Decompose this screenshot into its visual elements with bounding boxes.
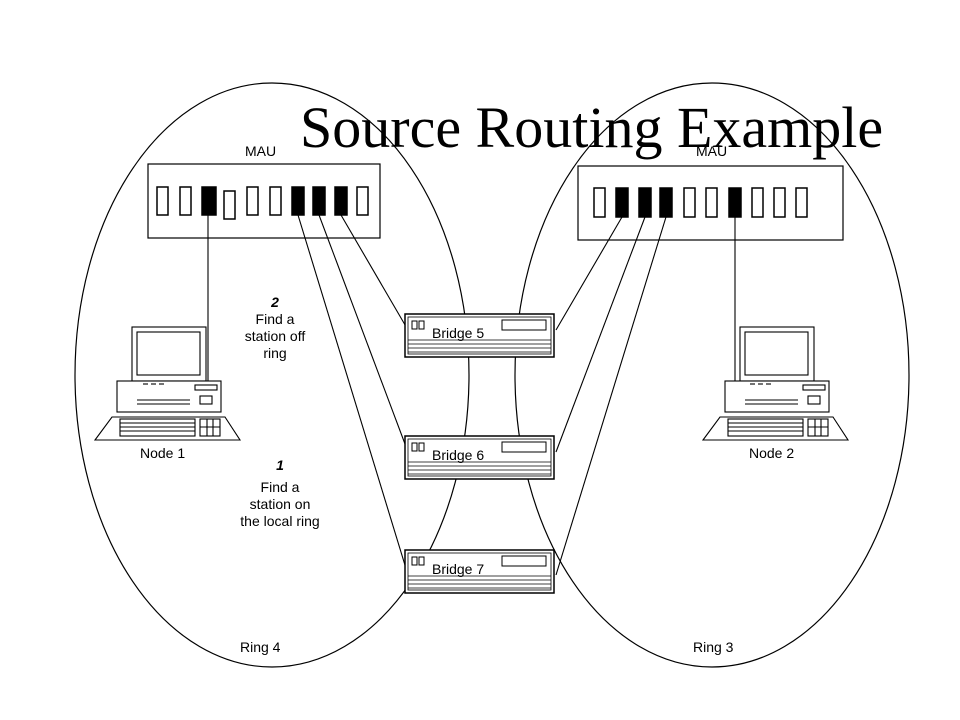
- ring-4-label: Ring 4: [240, 639, 281, 655]
- mau-label-ring-4: MAU: [245, 143, 277, 159]
- step-1-line-2: station on: [249, 496, 311, 512]
- step-2-line-2: station off: [244, 328, 306, 344]
- mau-ring-3: [577, 165, 844, 241]
- bridge-6-device: [404, 435, 555, 480]
- step-2-number: 2: [271, 294, 279, 310]
- ring-4-boundary: [74, 82, 470, 668]
- node-1-computer-icon: [93, 326, 242, 441]
- mau-ring-4: [147, 163, 381, 239]
- ring-3-boundary: [514, 82, 910, 668]
- step-2-line-3: ring: [263, 345, 287, 361]
- node-2-computer-icon: [701, 326, 850, 441]
- step-1-annotation: 1 Find a station on the local ring: [220, 457, 340, 530]
- node-2-label: Node 2: [749, 445, 795, 461]
- connection-lines: [207, 214, 736, 576]
- step-2-annotation: 2 Find a station off ring: [225, 294, 325, 362]
- bridge-5-label: Bridge 5: [432, 325, 485, 341]
- node-1-label: Node 1: [140, 445, 186, 461]
- mau-label-ring-3: MAU: [696, 143, 728, 159]
- step-2-line-1: Find a: [255, 311, 295, 327]
- bridge-7-label: Bridge 7: [432, 561, 485, 577]
- bridge-7-device: [404, 549, 555, 594]
- ring-3-label: Ring 3: [693, 639, 734, 655]
- bridge-5-device: [404, 313, 555, 358]
- mau-ring-4-ports: [156, 186, 369, 220]
- step-1-number: 1: [276, 457, 284, 473]
- step-1-line-1: Find a: [260, 479, 300, 495]
- step-1-line-3: the local ring: [240, 513, 320, 529]
- bridge-6-label: Bridge 6: [432, 447, 485, 463]
- page-title: Source Routing Example: [300, 95, 884, 160]
